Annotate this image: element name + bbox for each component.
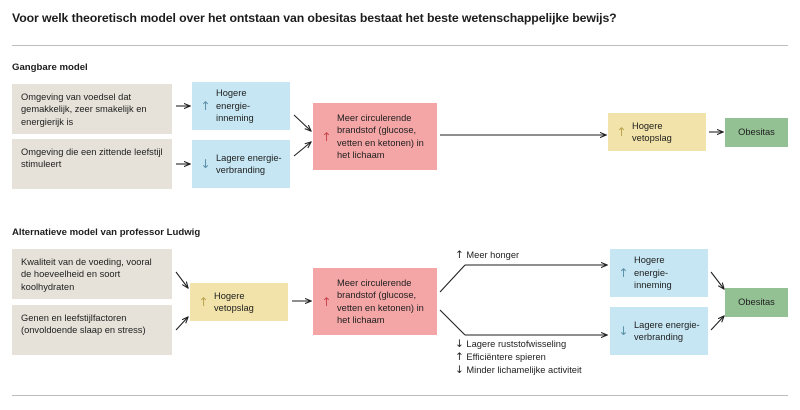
node-higher-fat-storage-alternative: ↑ Hogere vetopslag [190,283,288,321]
section-label-gangbare-model: Gangbare model [12,62,88,73]
node-text: Genen en leefstijlfactoren (onvoldoende … [21,313,146,336]
node-higher-fat-storage-common: ↑ Hogere vetopslag [608,113,706,151]
node-text: Omgeving van voedsel dat gemakkelijk, ze… [21,92,147,127]
node-obesity-alternative: Obesitas [725,288,788,317]
node-cause-2-common: Omgeving die een zittende leefstijl stim… [12,139,172,189]
edge-fuel-branch-upper [439,264,466,293]
edge-expenditure-to-obesity [710,316,724,331]
node-text: Lagere energie-verbranding [634,319,700,342]
node-lower-energy-expenditure-common: ↓ Lagere energie-verbranding [192,140,290,188]
node-higher-energy-intake-common: ↑ Hogere energie-inneming [192,82,290,130]
down-arrow-icon: ↓ [455,338,464,350]
up-arrow-icon: ↑ [321,129,332,144]
node-circulating-fuel-alternative: ↑ Meer circulerende brandstof (glucose, … [313,268,437,335]
node-lower-energy-expenditure-alternative: ↓ Lagere energie-verbranding [610,307,708,355]
edge-intake-to-fuel [293,114,311,131]
node-text: Hogere vetopslag [214,290,254,313]
node-text: Meer circulerende brandstof (glucose, ve… [337,277,424,325]
down-arrow-icon: ↓ [618,324,629,338]
annotation-lower-metabolism: ↓ Lagere ruststofwisseling [455,338,566,351]
node-text: Meer circulerende brandstof (glucose, ve… [337,112,424,160]
up-arrow-icon: ↑ [198,295,209,309]
up-arrow-icon: ↑ [200,99,211,113]
down-arrow-icon: ↓ [455,364,464,376]
section-label-alternative-model: Alternatieve model van professor Ludwig [12,227,201,238]
node-cause-2-alternative: Genen en leefstijlfactoren (onvoldoende … [12,305,172,355]
node-obesity-common: Obesitas [725,118,788,147]
footer-divider [12,395,788,396]
node-text: Omgeving die een zittende leefstijl stim… [21,147,163,170]
edge-altcause1-to-fatstorage [175,271,188,288]
edge-intake-to-obesity [710,271,724,289]
edge-altcause2-to-fatstorage [175,317,188,331]
page-title: Voor welk theoretisch model over het ont… [12,11,617,25]
node-higher-energy-intake-alternative: ↑ Hogere energie-inneming [610,249,708,297]
annotation-text: Minder lichamelijke activiteit [466,365,582,375]
node-text: Hogere energie-inneming [634,255,672,291]
down-arrow-icon: ↓ [200,157,211,171]
node-text: Obesitas [738,297,775,308]
annotation-efficient-muscles: ↑ Efficiëntere spieren [455,351,546,364]
up-arrow-icon: ↑ [321,294,332,309]
up-arrow-icon: ↑ [455,249,464,261]
annotation-text: Efficiëntere spieren [466,352,546,362]
up-arrow-icon: ↑ [616,125,627,139]
annotation-more-hunger: ↑ Meer honger [455,249,519,262]
annotation-text: Lagere ruststofwisseling [466,339,567,349]
node-text: Hogere vetopslag [632,120,672,143]
node-text: Lagere energie-verbranding [216,152,282,175]
node-cause-1-common: Omgeving van voedsel dat gemakkelijk, ze… [12,84,172,134]
node-text: Kwaliteit van de voeding, vooral de hoev… [21,257,152,292]
annotation-less-physical-activity: ↓ Minder lichamelijke activiteit [455,364,582,377]
node-text: Obesitas [738,127,775,138]
edge-expenditure-to-fuel [293,142,311,157]
node-cause-1-alternative: Kwaliteit van de voeding, vooral de hoev… [12,249,172,299]
annotation-text: Meer honger [466,250,520,260]
up-arrow-icon: ↑ [455,351,464,363]
node-text: Hogere energie-inneming [216,88,254,124]
node-circulating-fuel-common: ↑ Meer circulerende brandstof (glucose, … [313,103,437,170]
header-divider [12,45,788,46]
up-arrow-icon: ↑ [618,266,629,280]
edge-fuel-branch-lower [439,309,466,336]
